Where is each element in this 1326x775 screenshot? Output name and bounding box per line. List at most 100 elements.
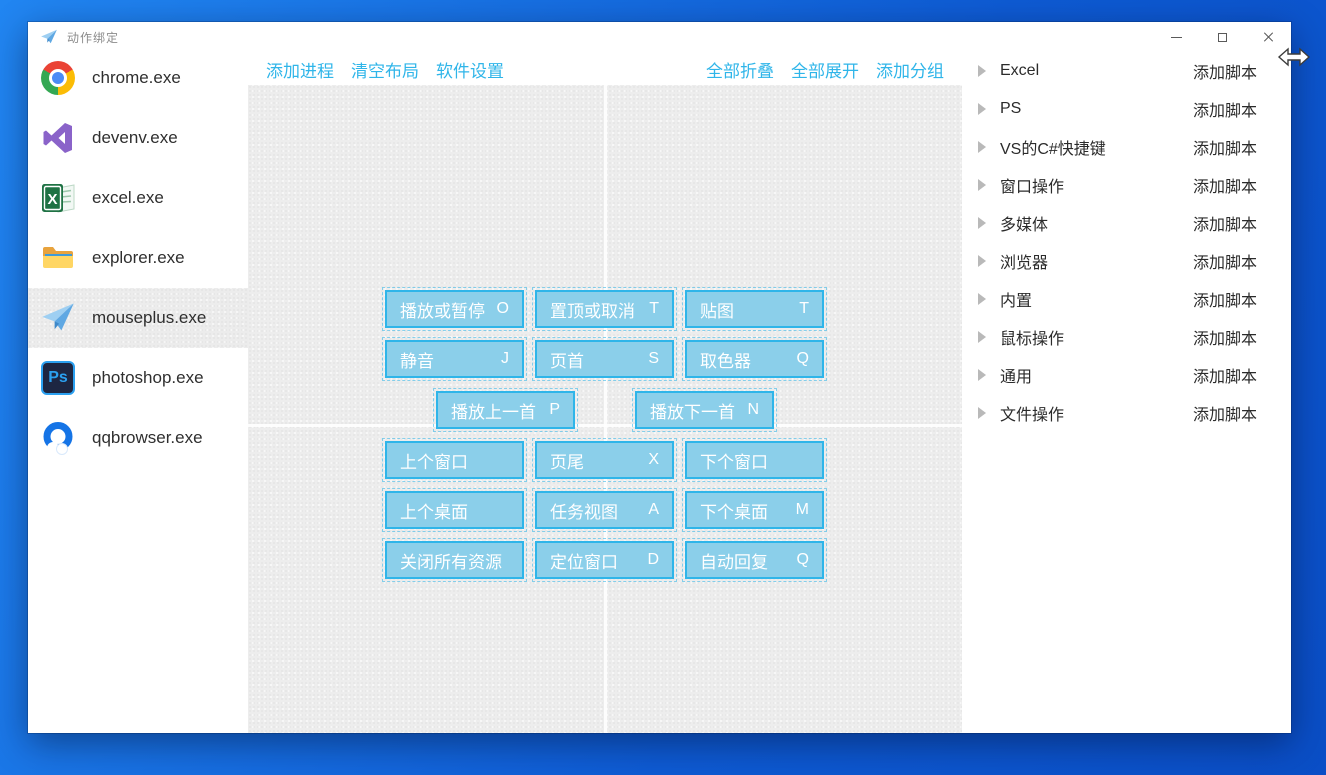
group-row-builtin[interactable]: 内置 添加脚本: [962, 280, 1291, 318]
binding-canvas[interactable]: 播放或暂停 O 置顶或取消 T 贴图 T 静音 J 页首 S 取色器 Q: [248, 85, 962, 733]
add-script-button[interactable]: 添加脚本: [1192, 217, 1257, 234]
paper-plane-icon: [40, 300, 76, 336]
group-row-mouse-ops[interactable]: 鼠标操作 添加脚本: [962, 318, 1291, 356]
group-label: 窗口操作: [1000, 179, 1065, 196]
expander-icon[interactable]: [978, 217, 986, 229]
binding-label: 定位窗口: [550, 552, 618, 572]
binding-label: 关闭所有资源: [400, 552, 502, 572]
binding-label: 取色器: [700, 351, 751, 371]
binding-key: T: [799, 300, 809, 317]
binding-key: X: [648, 451, 659, 468]
group-label: 内置: [1000, 293, 1033, 310]
photoshop-icon: Ps: [40, 360, 76, 396]
binding-button-pin-toggle[interactable]: 置顶或取消 T: [532, 287, 677, 331]
binding-button-page-bottom[interactable]: 页尾 X: [532, 438, 677, 482]
add-script-button[interactable]: 添加脚本: [1192, 407, 1257, 424]
sidebar-item-label: qqbrowser.exe: [92, 428, 203, 447]
expander-icon[interactable]: [978, 369, 986, 381]
binding-button-prev-window[interactable]: 上个窗口: [382, 438, 527, 482]
sidebar-item-devenv[interactable]: devenv.exe: [28, 108, 248, 168]
binding-button-play-pause[interactable]: 播放或暂停 O: [382, 287, 527, 331]
binding-key: M: [795, 501, 809, 518]
binding-button-page-top[interactable]: 页首 S: [532, 337, 677, 381]
sidebar-item-label: chrome.exe: [92, 68, 181, 87]
binding-button-task-view[interactable]: 任务视图 A: [532, 488, 677, 532]
add-script-button[interactable]: 添加脚本: [1192, 179, 1257, 196]
maximize-icon: [1217, 32, 1227, 42]
minimize-button[interactable]: [1153, 22, 1199, 52]
binding-button-mute[interactable]: 静音 J: [382, 337, 527, 381]
sidebar-item-excel[interactable]: X excel.exe: [28, 168, 248, 228]
app-window: 动作绑定 chrome.exe devenv.exe: [28, 22, 1291, 733]
expander-icon[interactable]: [978, 255, 986, 267]
binding-label: 任务视图: [550, 502, 618, 522]
add-script-button[interactable]: 添加脚本: [1192, 369, 1257, 386]
binding-label: 静音: [400, 351, 434, 371]
collapse-all-button[interactable]: 全部折叠: [706, 61, 774, 81]
binding-label: 下个窗口: [700, 452, 768, 472]
sidebar-item-qqbrowser[interactable]: qqbrowser.exe: [28, 408, 248, 468]
binding-label: 页首: [550, 351, 584, 371]
binding-button-close-all[interactable]: 关闭所有资源: [382, 538, 527, 582]
sidebar-item-explorer[interactable]: explorer.exe: [28, 228, 248, 288]
maximize-button[interactable]: [1199, 22, 1245, 52]
binding-key: O: [496, 300, 509, 317]
svg-text:X: X: [47, 191, 57, 208]
binding-key: A: [648, 501, 659, 518]
binding-button-locate-window[interactable]: 定位窗口 D: [532, 538, 677, 582]
sidebar-item-chrome[interactable]: chrome.exe: [28, 48, 248, 108]
add-script-button[interactable]: 添加脚本: [1192, 331, 1257, 348]
expander-icon[interactable]: [978, 141, 986, 153]
binding-label: 下个桌面: [700, 502, 768, 522]
binding-label: 贴图: [700, 301, 734, 321]
group-row-vs-csharp[interactable]: VS的C#快捷键 添加脚本: [962, 128, 1291, 166]
group-row-excel[interactable]: Excel 添加脚本: [962, 52, 1291, 90]
title-bar[interactable]: 动作绑定: [28, 22, 1291, 52]
group-row-multimedia[interactable]: 多媒体 添加脚本: [962, 204, 1291, 242]
binding-button-next-window[interactable]: 下个窗口: [682, 438, 827, 482]
binding-button-next-desktop[interactable]: 下个桌面 M: [682, 488, 827, 532]
minimize-icon: [1170, 36, 1182, 38]
binding-button-prev-track[interactable]: 播放上一首 P: [433, 388, 578, 432]
expander-icon[interactable]: [978, 331, 986, 343]
binding-button-screenshot-paste[interactable]: 贴图 T: [682, 287, 827, 331]
binding-button-next-track[interactable]: 播放下一首 N: [632, 388, 777, 432]
expander-icon[interactable]: [978, 407, 986, 419]
binding-button-prev-desktop[interactable]: 上个桌面: [382, 488, 527, 532]
add-script-button[interactable]: 添加脚本: [1192, 65, 1257, 82]
group-row-window-ops[interactable]: 窗口操作 添加脚本: [962, 166, 1291, 204]
sidebar-item-label: photoshop.exe: [92, 368, 204, 387]
clear-layout-button[interactable]: 清空布局: [351, 61, 419, 81]
add-script-button[interactable]: 添加脚本: [1192, 255, 1257, 272]
group-row-file-ops[interactable]: 文件操作 添加脚本: [962, 394, 1291, 432]
group-label: 鼠标操作: [1000, 331, 1065, 348]
binding-key: D: [647, 551, 659, 568]
sidebar-item-mouseplus[interactable]: mouseplus.exe: [28, 288, 248, 348]
group-row-browser[interactable]: 浏览器 添加脚本: [962, 242, 1291, 280]
binding-label: 自动回复: [700, 552, 768, 572]
add-script-button[interactable]: 添加脚本: [1192, 103, 1257, 120]
quadrant-divider-vertical: [604, 85, 607, 733]
expander-icon[interactable]: [978, 179, 986, 191]
binding-button-color-picker[interactable]: 取色器 Q: [682, 337, 827, 381]
group-row-ps[interactable]: PS 添加脚本: [962, 90, 1291, 128]
binding-button-auto-reply[interactable]: 自动回复 Q: [682, 538, 827, 582]
add-script-button[interactable]: 添加脚本: [1192, 293, 1257, 310]
binding-key: Q: [796, 350, 809, 367]
expander-icon[interactable]: [978, 103, 986, 115]
add-group-button[interactable]: 添加分组: [876, 61, 944, 81]
visual-studio-icon: [40, 120, 76, 156]
chrome-icon: [40, 60, 76, 96]
binding-key: S: [648, 350, 659, 367]
add-process-button[interactable]: 添加进程: [266, 61, 334, 81]
expander-icon[interactable]: [978, 293, 986, 305]
binding-key: T: [649, 300, 659, 317]
sidebar-item-photoshop[interactable]: Ps photoshop.exe: [28, 348, 248, 408]
group-row-general[interactable]: 通用 添加脚本: [962, 356, 1291, 394]
toolbar-right-group: 全部折叠 全部展开 添加分组: [706, 57, 944, 82]
add-script-button[interactable]: 添加脚本: [1192, 141, 1257, 158]
expand-all-button[interactable]: 全部展开: [791, 61, 859, 81]
software-settings-button[interactable]: 软件设置: [436, 61, 504, 81]
expander-icon[interactable]: [978, 65, 986, 77]
